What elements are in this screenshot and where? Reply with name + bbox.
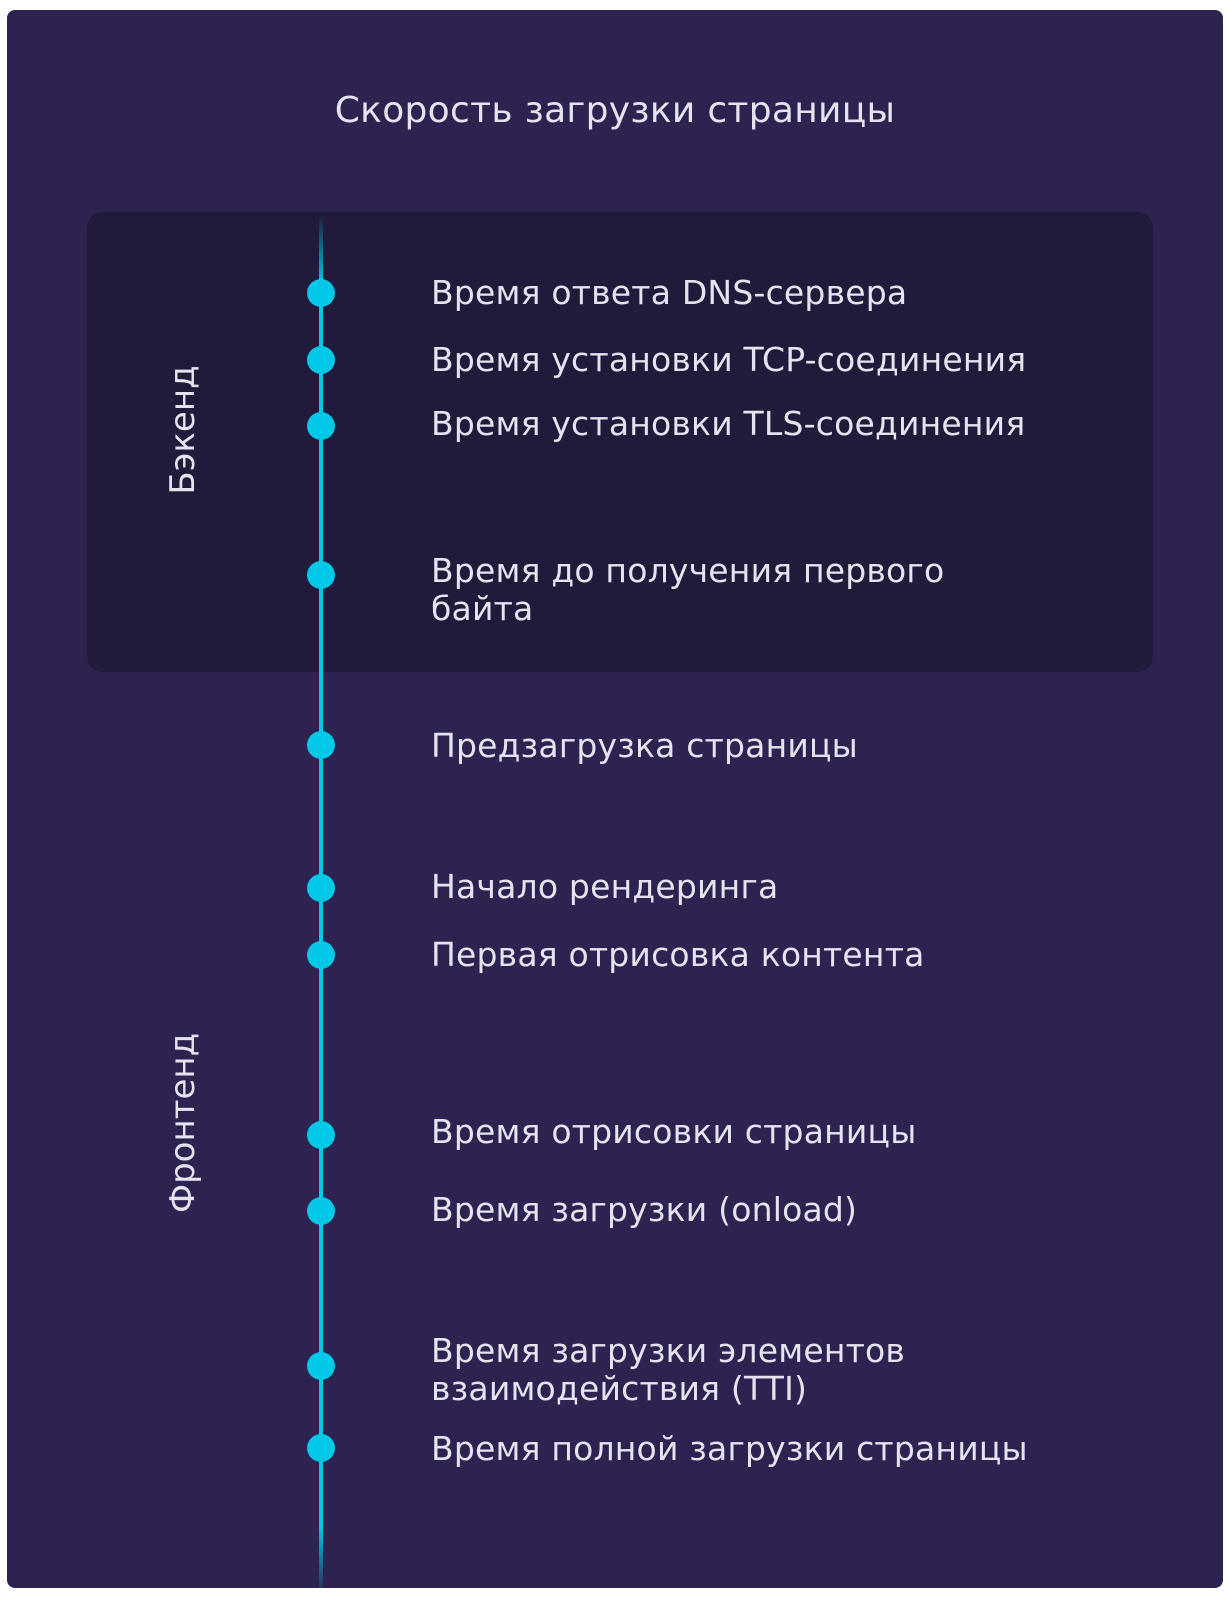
timeline-dot-preload — [307, 731, 335, 759]
timeline-dot-full-load — [307, 1434, 335, 1462]
timeline-dot-start-render — [307, 874, 335, 902]
diagram-card: Скорость загрузки страницы Бэкенд Фронте… — [7, 10, 1223, 1588]
item-onload: Время загрузки (onload) — [431, 1190, 858, 1229]
item-tti: Время загрузки элементов взаимодействия … — [431, 1331, 906, 1408]
timeline-dot-dns — [307, 279, 335, 307]
section-label-backend: Бэкенд — [163, 365, 203, 495]
backend-panel — [87, 212, 1153, 672]
section-label-frontend: Фронтенд — [163, 1032, 203, 1214]
timeline-dot-ttfb — [307, 561, 335, 589]
item-full-load: Время полной загрузки страницы — [431, 1429, 1028, 1468]
item-first-contentful-paint: Первая отрисовка контента — [431, 935, 925, 974]
item-tcp-connection: Время установки TCP-соединения — [431, 340, 1027, 379]
timeline-dot-onload — [307, 1197, 335, 1225]
item-dns-response: Время ответа DNS-сервера — [431, 273, 908, 312]
item-ttfb: Время до получения первого байта — [431, 551, 945, 628]
timeline-dot-tti — [307, 1352, 335, 1380]
item-page-render-time: Время отрисовки страницы — [431, 1112, 917, 1151]
timeline-dot-page-render — [307, 1121, 335, 1149]
timeline-dot-tcp — [307, 346, 335, 374]
timeline-dot-fcp — [307, 941, 335, 969]
diagram-title: Скорость загрузки страницы — [334, 90, 896, 131]
timeline-dot-tls — [307, 412, 335, 440]
item-page-preload: Предзагрузка страницы — [431, 726, 858, 765]
item-start-render: Начало рендеринга — [431, 867, 779, 906]
item-tls-connection: Время установки TLS-соединения — [431, 404, 1026, 443]
